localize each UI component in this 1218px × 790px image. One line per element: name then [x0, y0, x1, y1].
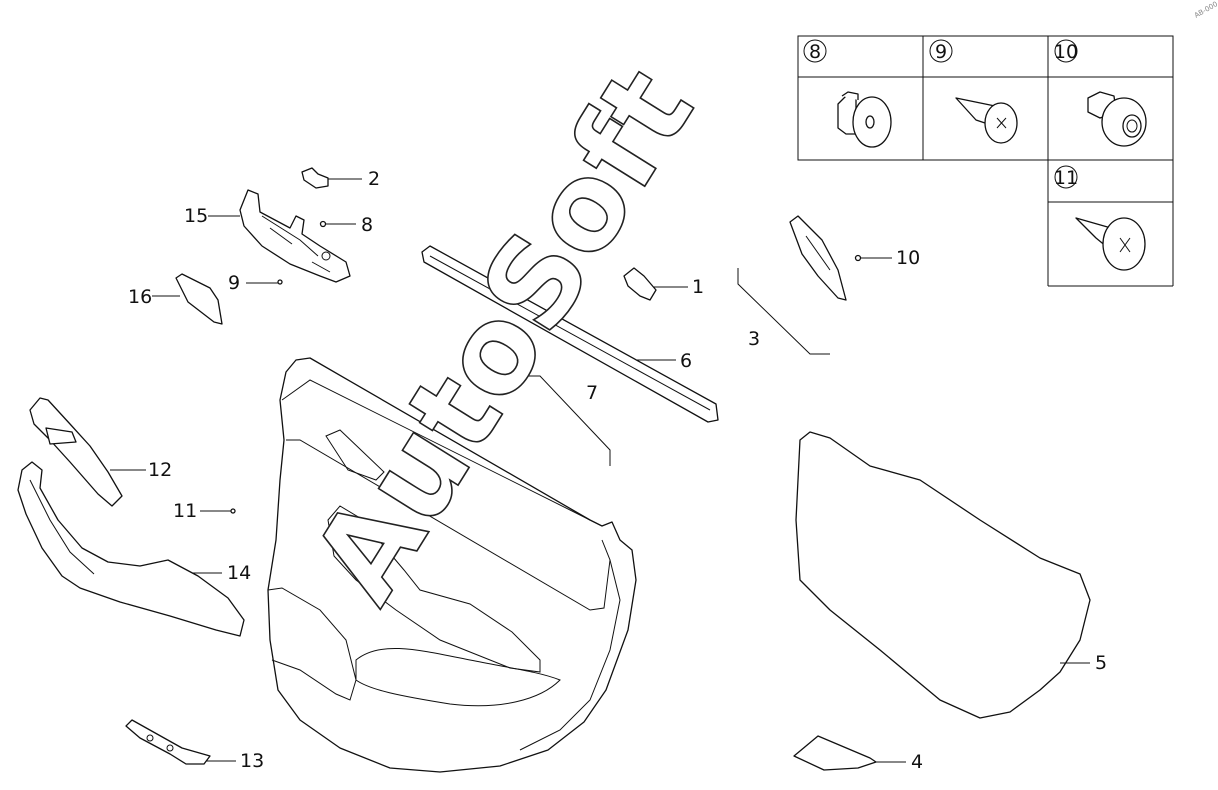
- legend-number-10: 10: [1054, 41, 1078, 63]
- callout-13: 13: [240, 750, 264, 772]
- callout-14: 14: [227, 562, 251, 584]
- legend-number-9: 9: [935, 41, 947, 63]
- callout-5: 5: [1095, 652, 1107, 674]
- callout-11: 11: [173, 500, 197, 522]
- legend-number-11: 11: [1054, 167, 1078, 189]
- corner-trim-piece: [789, 215, 847, 301]
- nut-clip-icon: [1087, 91, 1147, 147]
- legend-cell-8: 8: [803, 39, 892, 148]
- part-10-nut: 10: [854, 247, 920, 269]
- callout-12: 12: [148, 459, 172, 481]
- callout-8: 8: [361, 214, 373, 236]
- part-2-clip: 2: [301, 167, 380, 190]
- part-3-reference: 3: [737, 268, 830, 355]
- callout-15: 15: [184, 205, 208, 227]
- screw-rivet-icon: [955, 97, 1018, 144]
- part-7-reference: 7: [522, 375, 611, 466]
- trim-screw-icon: [1075, 217, 1146, 271]
- legend-cell-9: 9: [929, 39, 1018, 144]
- part-14-armrest-trim: 14: [17, 461, 251, 637]
- callout-4: 4: [911, 751, 923, 773]
- callout-2: 2: [368, 168, 380, 190]
- callout-9: 9: [228, 272, 240, 294]
- fastener-legend: 8 9 10: [797, 35, 1174, 287]
- part-15-handle-bracket: 15: [184, 189, 351, 283]
- part-13-strip: 13: [125, 719, 264, 772]
- push-clip-icon: [837, 91, 892, 148]
- legend-cell-11: 11: [1054, 165, 1146, 271]
- part-1-seal-piece: 1: [623, 267, 704, 301]
- callout-16: 16: [128, 286, 152, 308]
- part-9-rivet: 9: [228, 272, 283, 294]
- legend-number-8: 8: [809, 41, 821, 63]
- part-16-cover: 16: [128, 273, 223, 325]
- legend-cell-10: 10: [1054, 39, 1147, 147]
- part-11-screw: 11: [173, 500, 236, 522]
- part-4-pad: 4: [793, 735, 923, 773]
- door-trim-panel: [267, 357, 637, 773]
- part-8-clip: 8: [319, 214, 373, 236]
- callout-3: 3: [748, 328, 760, 350]
- part-6-belt-moulding: 6: [421, 245, 719, 423]
- callout-1: 1: [692, 276, 704, 298]
- part-12-switch-bezel: 12: [29, 397, 172, 507]
- corner-mark: AB-000: [1193, 0, 1218, 20]
- callout-6: 6: [680, 350, 692, 372]
- callout-10: 10: [896, 247, 920, 269]
- part-5-water-shield: 5: [795, 431, 1107, 719]
- callout-7: 7: [586, 382, 598, 404]
